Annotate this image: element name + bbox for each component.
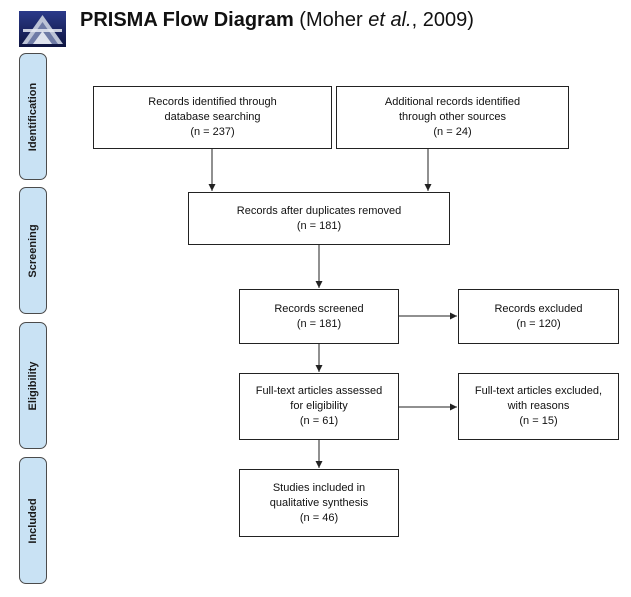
box-fulltext-excluded-line2: with reasons: [507, 400, 570, 412]
box-excluded-count: (n = 120): [516, 317, 561, 330]
stage-eligibility: Eligibility: [19, 322, 47, 449]
title-citation: (Moher et al., 2009): [299, 9, 474, 31]
box-deduplicated-count: (n = 181): [296, 219, 342, 232]
box-fulltext-line1: Full-text articles assessed: [255, 385, 383, 397]
stage-included: Included: [19, 457, 47, 584]
box-database-count: (n = 237): [190, 126, 235, 138]
box-fulltext-excluded: Full-text articles excluded, with reason…: [458, 373, 619, 440]
box-database-line2: database searching: [164, 111, 261, 123]
box-other-sources: Additional records identified through ot…: [336, 86, 569, 149]
stage-identification: Identification: [19, 53, 47, 180]
box-database-line1: Records identified through: [148, 96, 277, 108]
box-included-line1: Studies included in: [272, 481, 366, 494]
box-included-count: (n = 46): [299, 511, 339, 524]
stage-screening: Screening: [19, 187, 47, 314]
box-records-excluded: Records excluded (n = 120): [458, 289, 619, 344]
prisma-logo: [19, 11, 66, 47]
citation-et-al: et al.: [368, 9, 412, 31]
diagram-title: PRISMA Flow Diagram (Moher et al., 2009): [80, 8, 474, 32]
box-studies-included: Studies included in qualitative synthesi…: [239, 469, 399, 537]
box-screened-count: (n = 181): [296, 317, 342, 330]
box-other-count: (n = 24): [433, 126, 472, 138]
citation-author: Moher: [305, 9, 363, 31]
box-fulltext-count: (n = 61): [299, 415, 339, 427]
box-fulltext-excluded-line1: Full-text articles excluded,: [474, 385, 603, 397]
box-other-line1: Additional records identified: [384, 96, 521, 108]
box-screened: Records screened (n = 181): [239, 289, 399, 344]
title-main: PRISMA Flow Diagram: [80, 9, 294, 31]
box-fulltext-assessed: Full-text articles assessed for eligibil…: [239, 373, 399, 440]
box-other-line2: through other sources: [398, 111, 506, 123]
box-included-line2: qualitative synthesis: [269, 496, 369, 509]
box-screened-line1: Records screened: [274, 302, 364, 315]
box-database-records: Records identified through database sear…: [93, 86, 332, 149]
box-deduplicated: Records after duplicates removed (n = 18…: [188, 192, 450, 245]
citation-year: 2009: [422, 9, 468, 31]
box-fulltext-line2: for eligibility: [290, 400, 348, 412]
box-fulltext-excluded-count: (n = 15): [519, 415, 558, 427]
box-deduplicated-line1: Records after duplicates removed: [236, 204, 402, 217]
box-excluded-line1: Records excluded: [494, 302, 583, 315]
